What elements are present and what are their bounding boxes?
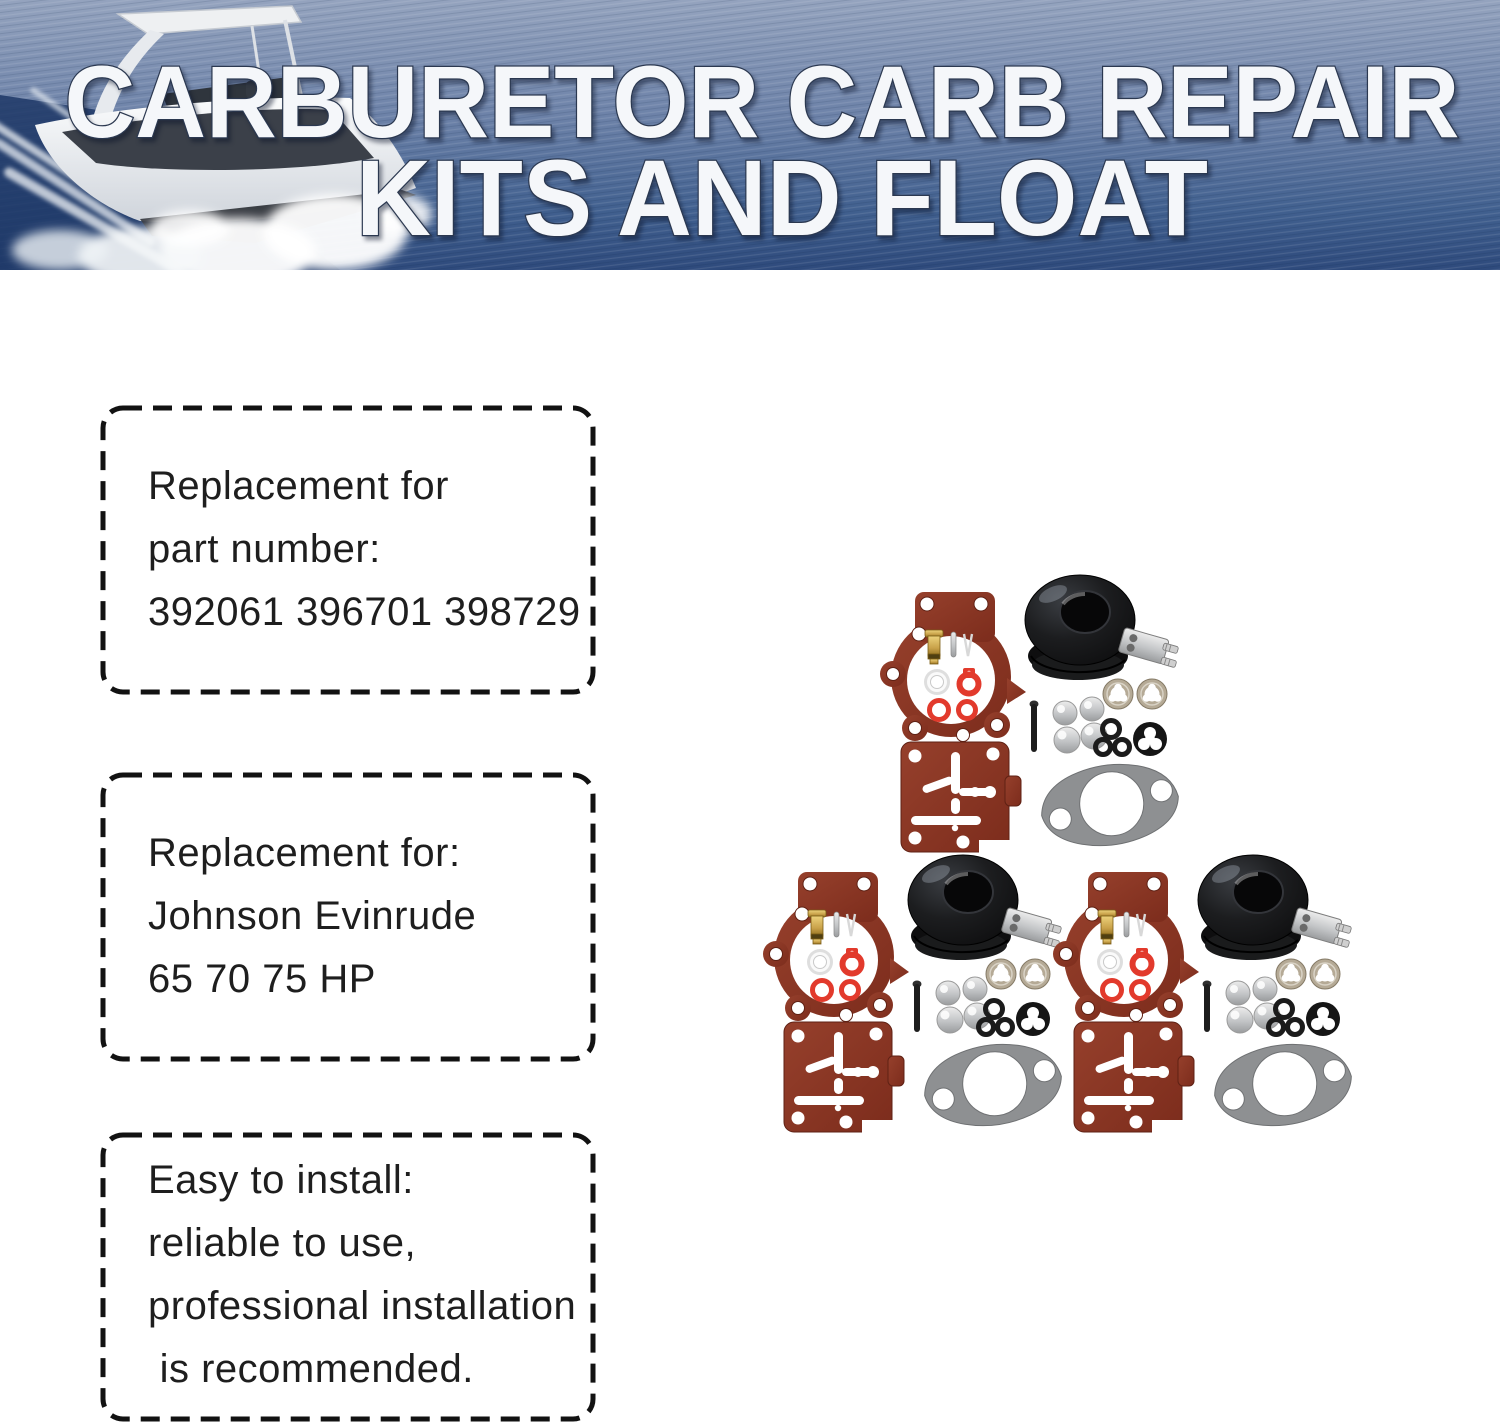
boat-graphic [0,5,432,270]
repair-kit-2 [763,855,1067,1134]
info-box-line: reliable to use, [148,1221,417,1265]
info-box-line: Replacement for [148,464,449,508]
boat-window-band [62,108,374,170]
boat-hardtop [115,5,303,35]
info-box-compatibility: Replacement for: Johnson Evinrude 65 70 … [100,772,596,1062]
info-box-line: Replacement for: [148,831,461,875]
info-box-line: 65 70 75 HP [148,957,376,1001]
info-box-line: Johnson Evinrude [148,894,477,938]
repair-kit-1 [880,575,1184,854]
banner-title-line1: CARBURETOR CARB REPAIR [65,45,1460,159]
info-box-line: 392061 396701 398729 [148,590,581,634]
repair-kit-3 [1053,855,1357,1134]
boat-arch [93,30,164,121]
dashed-border [100,772,596,1062]
boat-person [247,70,259,82]
banner-title: CARBURETOR CARB REPAIR KITS AND FLOAT [63,44,1461,260]
info-box-text: Easy to install: reliable to use, profes… [148,1132,576,1401]
info-box-text: Replacement for: Johnson Evinrude 65 70 … [148,772,576,1011]
product-photo [740,552,1500,1192]
info-box-installation: Easy to install: reliable to use, profes… [100,1132,596,1422]
info-box-line: professional installation [148,1284,577,1328]
dashed-border [100,405,596,695]
info-box-part-numbers: Replacement for part number: 392061 3967… [100,405,596,695]
info-box-line: is recommended. [148,1347,474,1391]
bow-spray [12,194,432,270]
dashed-border [100,1132,596,1422]
banner-title-line2: KITS AND FLOAT [356,137,1208,258]
info-box-line: part number: [148,527,381,571]
info-box-text: Replacement for part number: 392061 3967… [148,405,581,644]
info-box-line: Easy to install: [148,1158,414,1202]
hero-banner: CARBURETOR CARB REPAIR KITS AND FLOAT [0,0,1500,270]
